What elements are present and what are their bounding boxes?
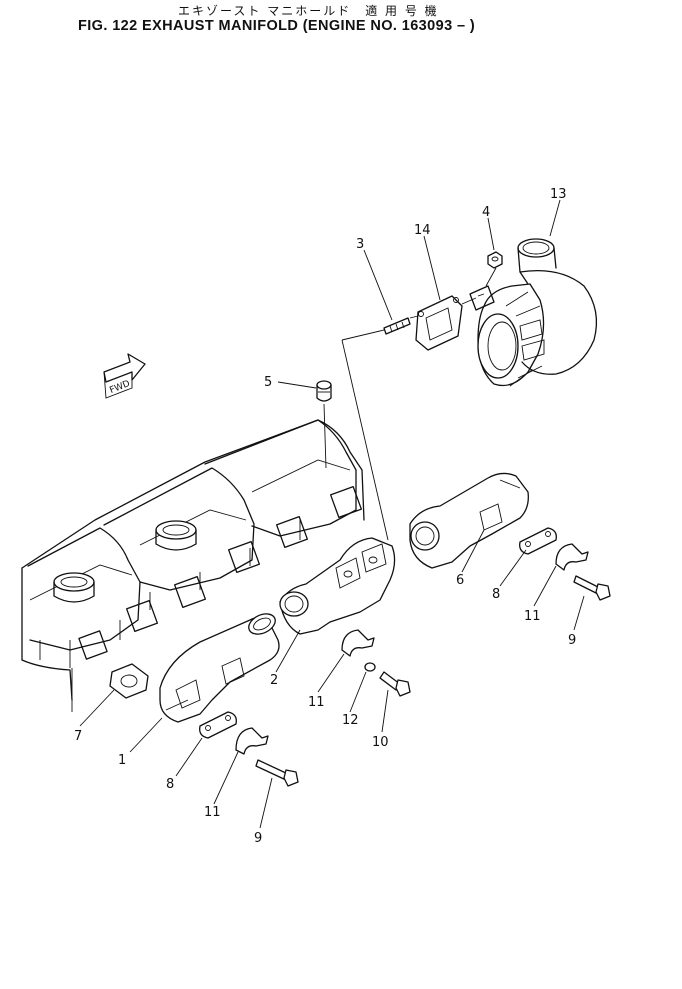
- callout-8-rear: 8: [492, 587, 500, 602]
- callout-7: 7: [74, 729, 82, 744]
- leader-lines: [71, 199, 585, 829]
- callout-labels: 13 4 14 3 5 6 8 11 9 2 11 12 10 7 1 8 11…: [74, 187, 576, 846]
- part-7-gasket: [109, 663, 149, 699]
- part-2-center-manifold: [279, 537, 396, 635]
- part-4-nut: [487, 251, 503, 269]
- part-14-gasket: [415, 295, 463, 351]
- assembly-lines: [323, 267, 497, 541]
- callout-11-center: 11: [308, 695, 325, 710]
- part-6-rear-manifold: [409, 472, 529, 569]
- part-11-clip-rear: [555, 543, 589, 571]
- part-5-plug: [316, 380, 332, 402]
- callout-11-rear: 11: [524, 609, 541, 624]
- part-8-clamp-plate-front: [199, 711, 237, 739]
- part-12-washer: [364, 662, 376, 672]
- callout-11-front: 11: [204, 805, 221, 820]
- fwd-arrow: FWD: [103, 353, 146, 399]
- callout-3: 3: [356, 237, 364, 252]
- callout-9-front: 9: [254, 831, 262, 846]
- callout-2: 2: [270, 673, 278, 688]
- fwd-label: FWD: [108, 379, 131, 396]
- japanese-title: エキゾースト マニホールド 適 用 号 機: [178, 4, 439, 18]
- callout-8-front: 8: [166, 777, 174, 792]
- part-10-bolt: [379, 671, 411, 697]
- part-11-clip-center: [341, 629, 375, 657]
- callout-12: 12: [342, 713, 359, 728]
- part-11-clip-front: [235, 727, 269, 755]
- callout-6: 6: [456, 573, 464, 588]
- callout-4: 4: [482, 205, 490, 220]
- engine-cylinder-head: [21, 419, 365, 701]
- part-9-bolt-front: [255, 759, 299, 787]
- part-9-bolt-rear: [573, 575, 611, 601]
- callout-10: 10: [372, 735, 389, 750]
- part-3-stud: [383, 317, 411, 335]
- callout-13: 13: [550, 187, 567, 202]
- part-8-clamp-plate-rear: [519, 527, 557, 555]
- callout-14: 14: [414, 223, 431, 238]
- callout-5: 5: [264, 375, 272, 390]
- callout-9-rear: 9: [568, 633, 576, 648]
- part-1-front-manifold: [159, 613, 280, 723]
- part-13-turbocharger: [469, 238, 598, 387]
- figure-title: FIG. 122 EXHAUST MANIFOLD (ENGINE NO. 16…: [78, 18, 476, 34]
- callout-1: 1: [118, 753, 126, 768]
